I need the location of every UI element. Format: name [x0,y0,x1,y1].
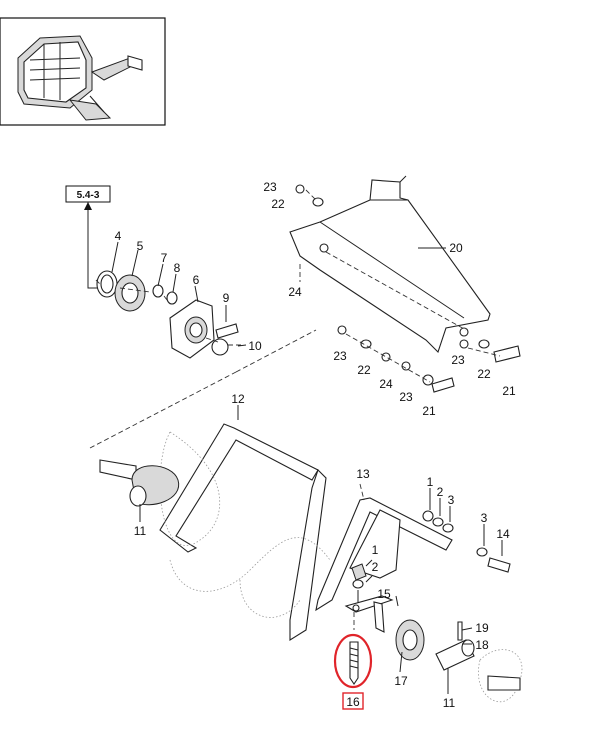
label-8: 8 [174,261,181,275]
label-13: 13 [356,467,370,481]
label-22-right: 22 [477,367,491,381]
label-6: 6 [193,273,200,287]
label-22-mid1: 22 [357,363,371,377]
label-11-right: 11 [443,696,456,710]
label-21-right: 21 [502,384,516,398]
label-24-mid: 24 [379,377,393,391]
label-22-top: 22 [271,197,285,211]
auger-frame-left [89,329,331,641]
label-3-right: 3 [481,511,488,525]
label-1-top: 1 [427,475,434,489]
label-2-bottom: 2 [372,560,379,574]
label-23-mid1: 23 [333,349,347,363]
highlight-part-16: 16 [333,633,373,710]
label-23-mid2: 23 [399,390,413,404]
label-16: 16 [346,695,360,709]
label-11-left: 11 [134,524,147,538]
overview-thumbnail [0,17,166,126]
label-1-bottom: 1 [372,543,379,557]
label-24-left: 24 [288,285,302,299]
label-9: 9 [223,291,230,305]
label-14: 14 [496,527,510,541]
auger-cover [289,175,521,393]
label-19: 19 [475,621,489,635]
label-2-top: 2 [437,485,444,499]
label-20: 20 [449,241,463,255]
label-17: 17 [394,674,408,688]
label-7: 7 [161,251,168,265]
label-23-right: 23 [451,353,465,367]
label-4: 4 [115,229,122,243]
auger-frame-right [315,483,523,703]
label-3-top: 3 [448,493,455,507]
reference-box: 5.4-3 [65,185,111,289]
reference-label: 5.4-3 [77,190,100,201]
bearing-assembly-left [95,241,247,359]
label-12: 12 [231,392,245,406]
label-5: 5 [137,239,144,253]
label-21-mid: 21 [422,404,436,418]
label-10: 10 [248,339,262,353]
label-18: 18 [475,638,489,652]
label-15: 15 [377,587,391,601]
label-23-top: 23 [263,180,277,194]
